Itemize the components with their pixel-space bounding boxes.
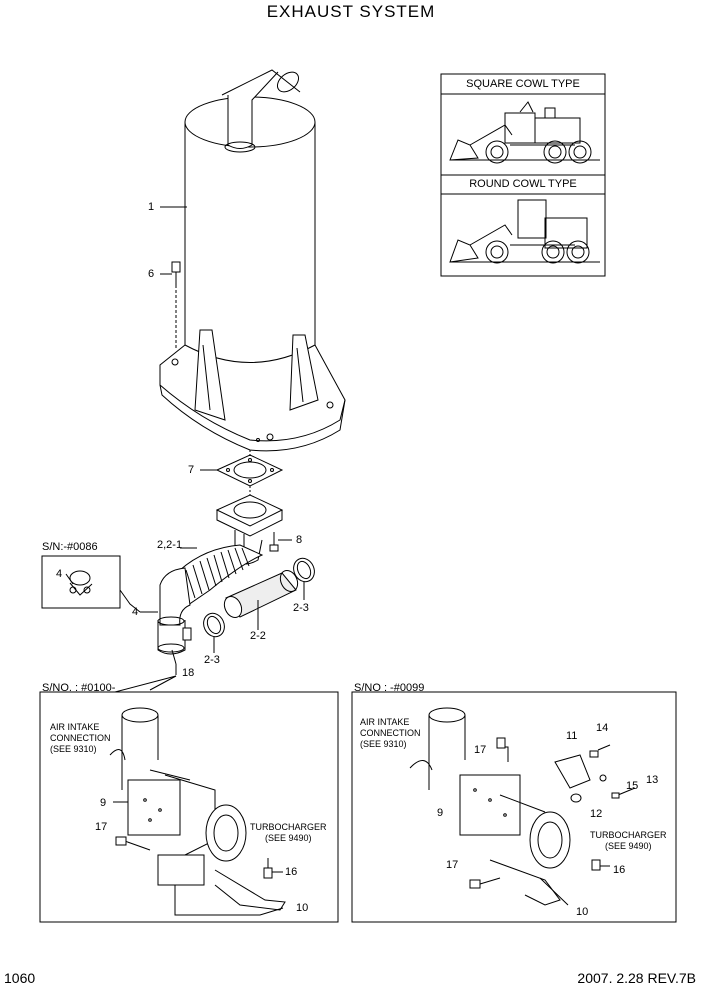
page-number: 1060 — [4, 970, 36, 986]
left-callout-10: 10 — [296, 902, 309, 914]
right-callout-17b: 17 — [446, 859, 459, 871]
right-connection: CONNECTION — [360, 728, 421, 738]
flex-hose — [179, 544, 264, 606]
left-turbocharger: TURBOCHARGER — [250, 822, 327, 832]
left-air-intake: AIR INTAKE — [50, 722, 100, 732]
right-callout-11: 11 — [566, 730, 578, 742]
bolt-8 — [269, 532, 292, 552]
round-cowl-label: ROUND COWL TYPE — [469, 178, 577, 190]
page-title: EXHAUST SYSTEM — [266, 2, 436, 21]
right-turbocharger: TURBOCHARGER — [590, 830, 667, 840]
screen-2-2 — [223, 569, 299, 630]
left-connection: CONNECTION — [50, 733, 111, 743]
right-panel-drawing — [351, 691, 677, 923]
callout-18: 18 — [182, 667, 195, 679]
left-callout-17: 17 — [95, 821, 108, 833]
right-callout-9: 9 — [437, 807, 444, 819]
serial-left-panel: S/NO. : #0100- — [42, 682, 116, 694]
left-see-9490: (SEE 9490) — [265, 833, 312, 843]
left-panel-drawing — [39, 675, 339, 923]
callout-4-box: 4 — [56, 568, 63, 580]
bolt-6 — [160, 261, 181, 350]
date-revision: 2007. 2.28 REV.7B — [577, 970, 696, 986]
gasket-7 — [200, 450, 284, 495]
right-see-9490: (SEE 9490) — [605, 841, 652, 851]
callout-1: 1 — [148, 201, 155, 213]
callout-4: 4 — [132, 606, 139, 618]
callout-7: 7 — [188, 464, 195, 476]
square-cowl-label: SQUARE COWL TYPE — [466, 78, 580, 90]
cowl-inset: SQUARE COWL TYPE ROUND COWL TYPE — [441, 74, 605, 276]
callout-6: 6 — [148, 268, 155, 280]
inset-frame — [440, 73, 606, 277]
loader-round-cowl — [449, 199, 600, 264]
clamp-2-3-right — [293, 557, 315, 600]
right-callout-15: 15 — [626, 780, 639, 792]
callout-2-3-right: 2-3 — [293, 602, 309, 614]
serial-top-left: S/N:-#0086 — [42, 541, 98, 553]
elbow-4 — [140, 567, 192, 665]
right-air-intake: AIR INTAKE — [360, 717, 410, 727]
callout-8: 8 — [296, 534, 303, 546]
muffler — [159, 69, 346, 452]
serial-right-panel: S/NO : -#0099 — [354, 682, 425, 694]
left-callout-9: 9 — [100, 797, 107, 809]
left-callout-16: 16 — [285, 866, 298, 878]
right-callout-16: 16 — [613, 864, 626, 876]
loader-square-cowl — [449, 101, 600, 164]
right-callout-12: 12 — [590, 808, 603, 820]
right-callout-14: 14 — [596, 722, 609, 734]
right-see-9310: (SEE 9310) — [360, 739, 407, 749]
callout-2-3-left: 2-3 — [204, 654, 220, 666]
right-callout-13: 13 — [646, 774, 659, 786]
clamp-4-box — [41, 555, 141, 613]
right-callout-17a: 17 — [474, 744, 487, 756]
clamp-2-3-left — [203, 612, 225, 653]
right-callout-10: 10 — [576, 906, 589, 918]
left-see-9310: (SEE 9310) — [50, 744, 97, 754]
callout-2-2-1: 2,2-1 — [157, 539, 183, 551]
callout-2-2: 2-2 — [250, 630, 266, 642]
